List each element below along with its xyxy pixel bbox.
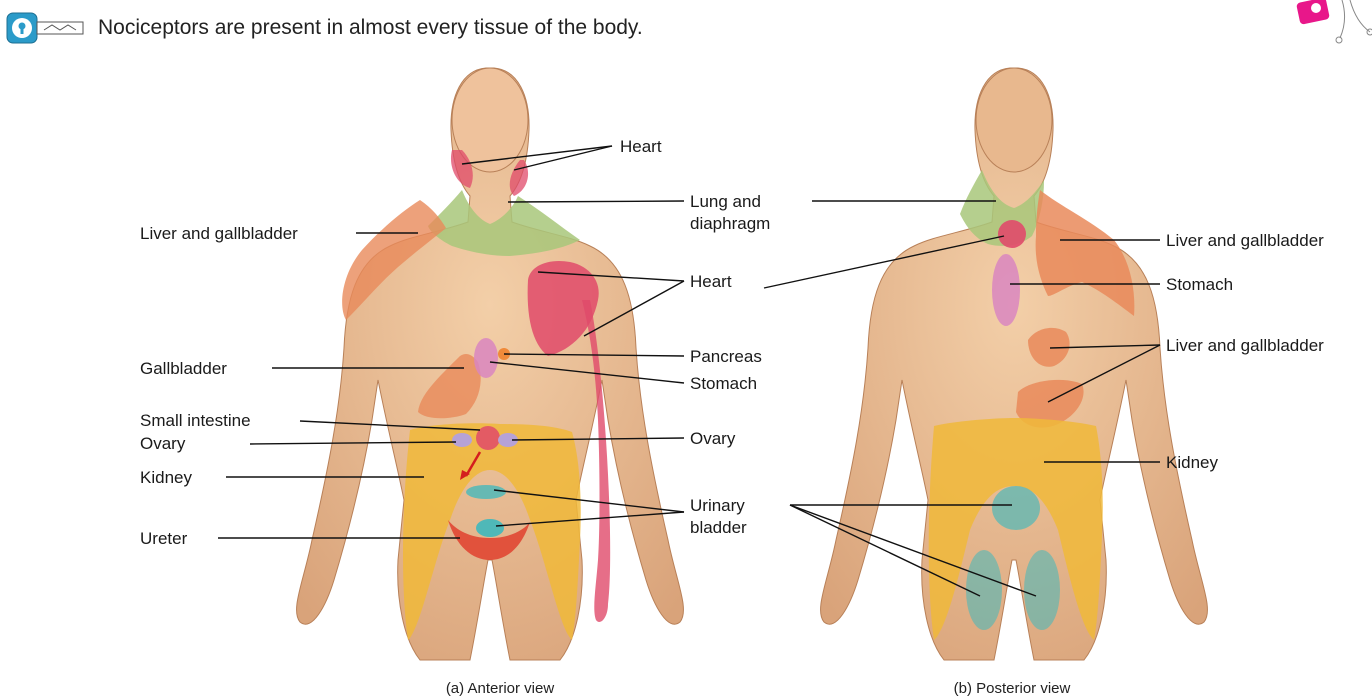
label-post-stomach: Stomach xyxy=(1166,275,1233,294)
posterior-heart-region xyxy=(998,220,1026,248)
caption-posterior: (b) Posterior view xyxy=(954,680,1071,697)
anterior-body xyxy=(297,68,684,660)
anterior-bladder-lower-region xyxy=(476,519,504,537)
caption-anterior: (a) Anterior view xyxy=(446,680,555,697)
leader-heart-face-b xyxy=(514,146,612,170)
posterior-body xyxy=(821,68,1208,660)
label-lung-line2: diaphragm xyxy=(690,214,770,233)
anterior-stomach-region xyxy=(474,338,498,378)
posterior-head xyxy=(976,68,1052,172)
posterior-stomach-region xyxy=(992,254,1020,326)
label-small-intestine: Small intestine xyxy=(140,411,251,430)
posterior-bladder-upper-region xyxy=(992,486,1040,530)
posterior-bladder-left-region xyxy=(966,550,1002,630)
anterior-bladder-upper-region xyxy=(466,485,506,499)
label-lung-line1: Lung and xyxy=(690,192,761,211)
label-urinary-line1: Urinary xyxy=(690,496,745,515)
label-ureter: Ureter xyxy=(140,529,188,548)
label-ovary-left: Ovary xyxy=(140,434,186,453)
label-stomach: Stomach xyxy=(690,374,757,393)
leader-lung xyxy=(508,201,684,202)
label-kidney: Kidney xyxy=(140,468,192,487)
label-post-liver-mid: Liver and gallbladder xyxy=(1166,336,1324,355)
label-liver: Liver and gallbladder xyxy=(140,224,298,243)
label-heart-face: Heart xyxy=(620,137,662,156)
label-urinary-line2: bladder xyxy=(690,518,747,537)
label-post-kidney: Kidney xyxy=(1166,453,1218,472)
label-heart-chest: Heart xyxy=(690,272,732,291)
posterior-bladder-right-region xyxy=(1024,550,1060,630)
label-post-liver-top: Liver and gallbladder xyxy=(1166,231,1324,250)
label-pancreas: Pancreas xyxy=(690,347,762,366)
anterior-ovary-left-region xyxy=(452,433,472,447)
label-gallbladder: Gallbladder xyxy=(140,359,227,378)
label-ovary-right: Ovary xyxy=(690,429,736,448)
